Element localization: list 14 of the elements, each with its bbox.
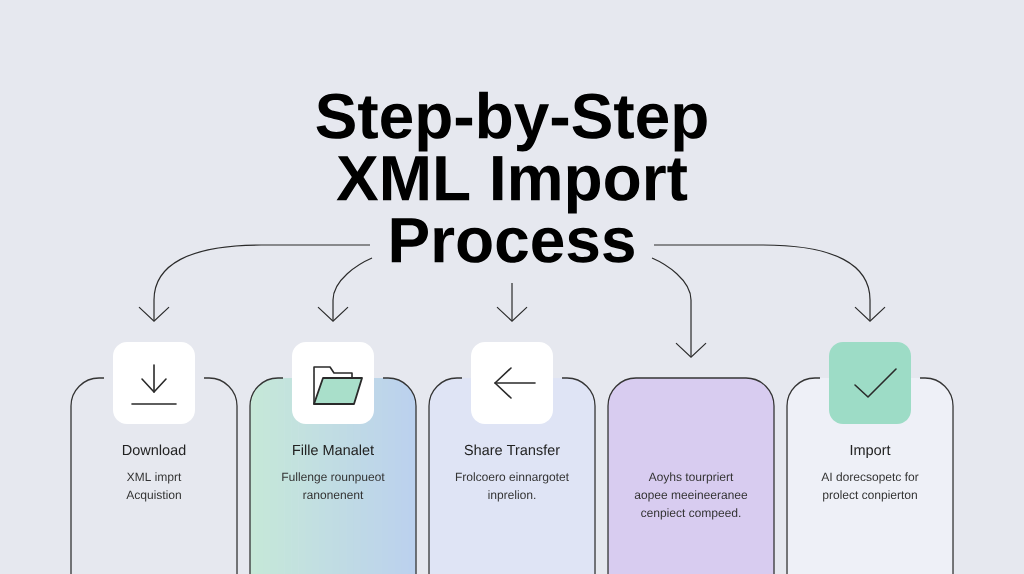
step-title: Download	[122, 444, 186, 456]
step-title: Share Transfer	[464, 444, 560, 456]
step-description: AI dorecsopetc for prolect conpierton	[821, 472, 919, 502]
step-description: Fullenge rounpueot ranonenent	[282, 472, 385, 500]
step-description: Frolcoero einnargotet inprelion.	[455, 472, 569, 502]
title: Step-by-Step XML Import Process	[316, 91, 707, 263]
arrow	[651, 257, 707, 358]
step-description: XML imprt Acquistion	[126, 472, 182, 502]
step-title: Fille Manalet	[293, 444, 374, 456]
step-title: Import	[850, 445, 891, 458]
step-description: Aoyhs tourpriert aopee meeineeranee cenpiect compeed.	[634, 472, 748, 520]
arrow	[317, 257, 373, 322]
arrow	[138, 244, 371, 322]
arrow	[653, 244, 886, 322]
